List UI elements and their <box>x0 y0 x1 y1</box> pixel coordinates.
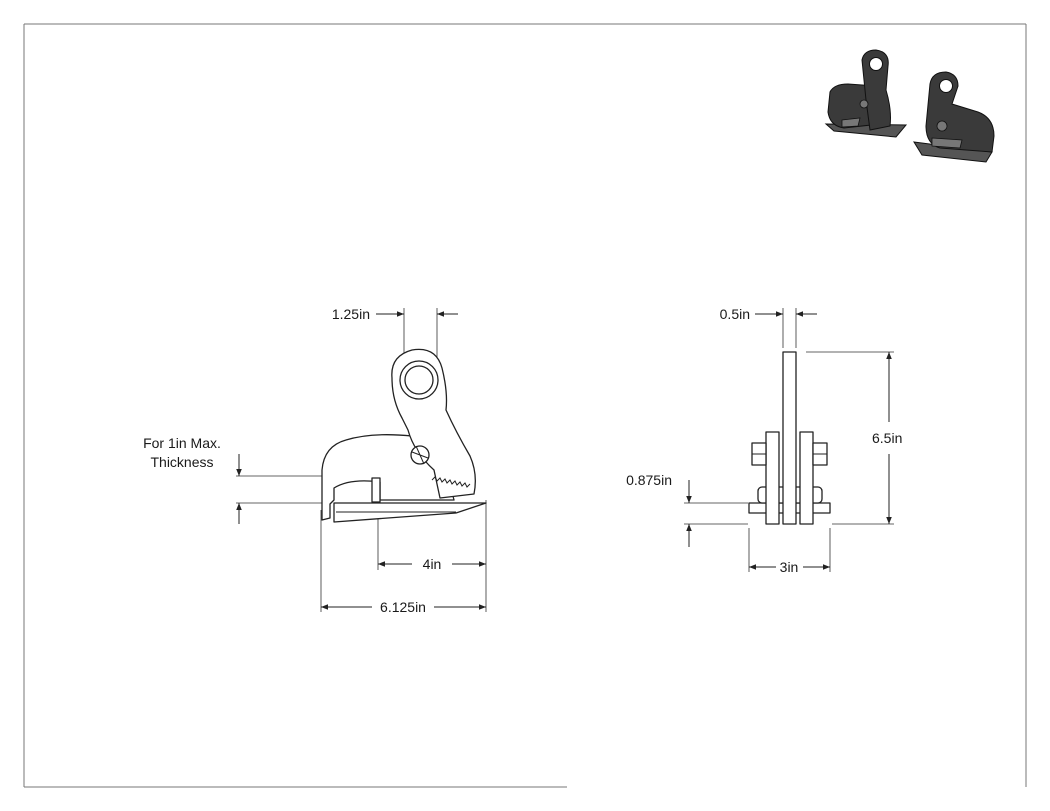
dim-overall-length: 6.125in <box>380 599 426 615</box>
dim-eye-width: 1.25in <box>332 306 370 322</box>
side-center-plate <box>782 351 797 525</box>
iso-preview <box>824 49 995 163</box>
dim-plate-thickness: 0.5in <box>720 306 750 322</box>
iso-clamp-right <box>913 71 995 163</box>
side-cheek-right <box>799 431 814 525</box>
dim-base-height: 0.875in <box>626 472 672 488</box>
dim-height: 6.5in <box>872 430 902 446</box>
side-view: 0.5in 6.5in 0.875in 3in <box>626 306 902 575</box>
lifting-eye-inner <box>404 365 434 395</box>
dim-base-width: 3in <box>780 559 799 575</box>
dim-jaw-length: 4in <box>423 556 442 572</box>
front-view: 1.25in For 1in Max. Thickness 4in 6.125i… <box>143 306 487 615</box>
note-max-thickness-line1: For 1in Max. <box>143 435 221 451</box>
cam-teeth <box>431 476 471 488</box>
sheet-border <box>23 23 1027 788</box>
stop-pin <box>371 477 381 503</box>
side-cheek-left <box>765 431 780 525</box>
iso-clamp-left <box>824 49 908 138</box>
note-max-thickness-line2: Thickness <box>150 454 213 470</box>
